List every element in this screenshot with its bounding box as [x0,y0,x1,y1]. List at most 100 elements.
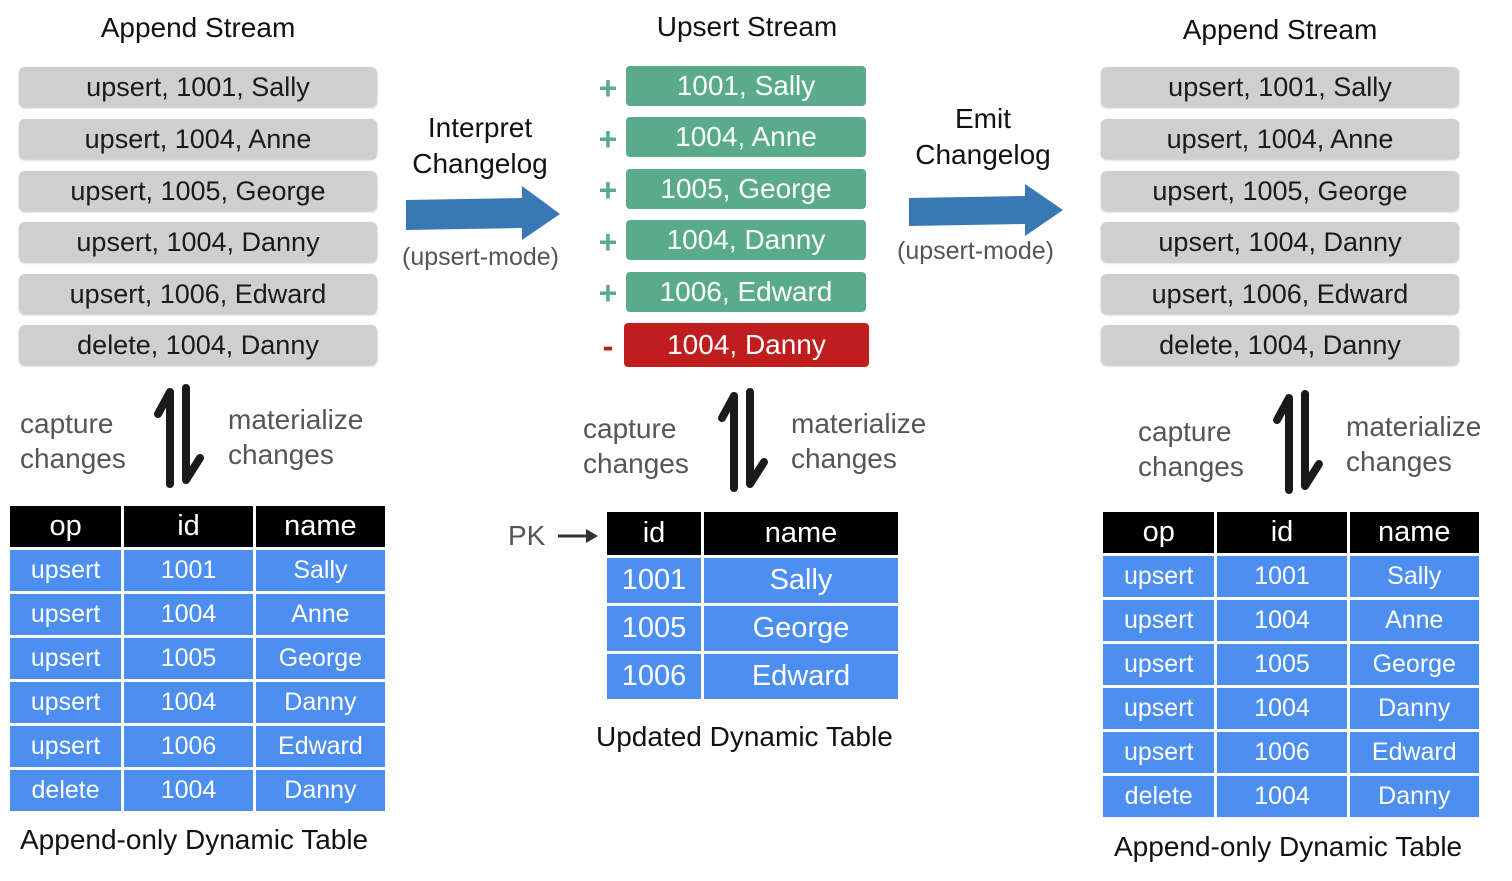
emit-mode-label: (upsert-mode) [897,237,1054,265]
table-cell: Danny [1349,688,1479,729]
table-cell: 1004 [1217,688,1347,729]
table-cell: Anne [1349,600,1479,641]
table-cell: George [255,638,385,679]
upsert-sign: + [598,70,618,106]
left-stream-record: upsert, 1001, Sally [19,67,377,107]
middle-bidirectional-arrow-icon [718,388,768,492]
middle-capture-label: capture changes [583,413,689,479]
column-header-name: name [1349,512,1479,553]
middle-table-caption: Updated Dynamic Table [596,721,893,752]
left-bidirectional-arrow-icon [154,384,204,488]
upsert-record: 1001, Sally [626,66,866,106]
table-cell: upsert [1103,644,1215,685]
table-cell: upsert [10,682,122,723]
table-cell: Sally [704,558,898,603]
delete-record: 1004, Danny [624,323,869,367]
upsert-sign: + [598,121,618,157]
pk-label: PK [508,520,546,551]
table-cell: upsert [10,550,122,591]
right-stream-record: upsert, 1004, Danny [1101,222,1459,262]
left-stream-title: Append Stream [100,12,296,43]
table-cell: 1005 [607,606,701,651]
left-materialize-label: materialize changes [228,404,364,470]
right-stream-record: upsert, 1004, Anne [1101,119,1459,159]
table-cell: Sally [1349,556,1479,597]
interpret-arrow-icon [406,186,560,240]
column-header-name: name [704,512,898,555]
table-cell: delete [1103,776,1215,817]
right-bidirectional-arrow-icon [1273,390,1323,494]
table-cell: upsert [1103,732,1215,773]
left-stream-record: upsert, 1006, Edward [19,274,377,314]
table-cell: Edward [704,654,898,699]
table-cell: 1004 [1217,776,1347,817]
emit-arrow-icon [909,184,1063,236]
table-cell: Anne [255,594,385,635]
table-cell: upsert [1103,556,1215,597]
table-cell: George [704,606,898,651]
table-cell: Sally [255,550,385,591]
left-capture-label: capture changes [20,408,126,474]
upsert-sign: + [598,224,618,260]
table-cell: 1005 [124,638,253,679]
column-header-name: name [255,506,385,547]
table-cell: 1004 [124,594,253,635]
left-stream-record: upsert, 1004, Danny [19,222,377,262]
table-cell: delete [10,770,122,811]
table-cell: 1004 [124,682,253,723]
table-cell: 1001 [124,550,253,591]
table-cell: Edward [255,726,385,767]
column-header-id: id [124,506,253,547]
upsert-sign: + [598,275,618,311]
table-header-row: op id name [10,506,385,547]
right-stream-title: Append Stream [1182,14,1378,45]
table-cell: upsert [10,594,122,635]
column-header-op: op [1103,512,1215,553]
table-cell: 1004 [124,770,253,811]
upsert-record: 1004, Anne [626,117,866,157]
table-cell: 1006 [607,654,701,699]
pk-arrow-icon [558,529,598,543]
right-stream-record: delete, 1004, Danny [1101,325,1459,365]
right-capture-label: capture changes [1138,416,1244,482]
table-cell: George [1349,644,1479,685]
right-materialize-label: materialize changes [1346,411,1482,477]
table-cell: upsert [1103,600,1215,641]
table-cell: Edward [1349,732,1479,773]
delete-sign: - [602,328,614,364]
table-cell: Danny [1349,776,1479,817]
upsert-record: 1006, Edward [626,272,866,312]
right-stream-record: upsert, 1001, Sally [1101,67,1459,107]
table-cell: upsert [1103,688,1215,729]
table-cell: upsert [10,726,122,767]
column-header-id: id [1217,512,1347,553]
table-cell: 1001 [607,558,701,603]
right-stream-record: upsert, 1005, George [1101,171,1459,211]
table-cell: Danny [255,682,385,723]
right-table-caption: Append-only Dynamic Table [1114,831,1463,862]
middle-materialize-label: materialize changes [791,408,927,474]
upsert-record: 1004, Danny [626,220,866,260]
right-stream-record: upsert, 1006, Edward [1101,274,1459,314]
upsert-record: 1005, George [626,169,866,209]
table-header-row: op id name [1103,512,1479,553]
table-cell: 1001 [1217,556,1347,597]
table-cell: upsert [10,638,122,679]
emit-changelog-label: Emit Changelog [915,103,1051,170]
interpret-changelog-label: Interpret Changelog [412,112,548,179]
